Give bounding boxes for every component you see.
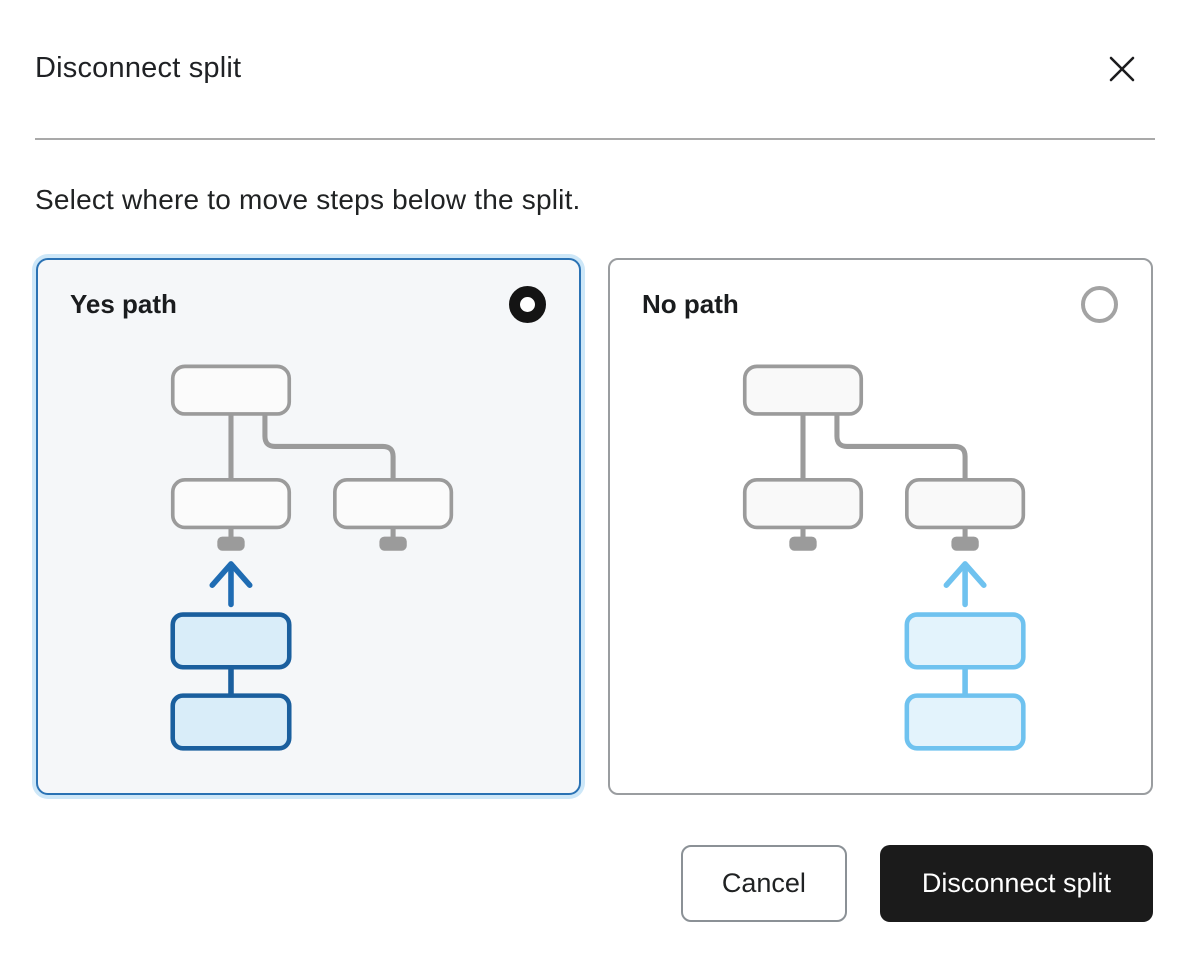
card-header: No path <box>610 260 1151 323</box>
option-label: Yes path <box>70 289 177 319</box>
close-button[interactable] <box>1103 51 1141 89</box>
cancel-button[interactable]: Cancel <box>680 845 847 922</box>
flow-diagram-no-path <box>742 364 1026 751</box>
footer-actions: Cancel Disconnect split <box>680 845 1153 922</box>
dialog-subtitle: Select where to move steps below the spl… <box>35 184 581 215</box>
move-up-arrow-icon <box>209 561 253 608</box>
dialog-title: Disconnect split <box>35 52 242 84</box>
header-divider <box>35 138 1155 140</box>
disconnect-split-button[interactable]: Disconnect split <box>879 845 1153 922</box>
option-card-no-path[interactable]: No path <box>608 258 1153 795</box>
card-header: Yes path <box>38 260 579 323</box>
no-path-radio-unchecked-icon[interactable] <box>1081 286 1118 323</box>
option-card-yes-path[interactable]: Yes path <box>36 258 581 795</box>
options-row: Yes path No path <box>36 258 1153 795</box>
option-label: No path <box>642 289 739 319</box>
yes-path-radio-checked-icon[interactable] <box>509 286 546 323</box>
close-icon <box>1106 53 1138 88</box>
flow-diagram-yes-path <box>170 364 454 751</box>
move-up-arrow-icon <box>943 561 987 608</box>
